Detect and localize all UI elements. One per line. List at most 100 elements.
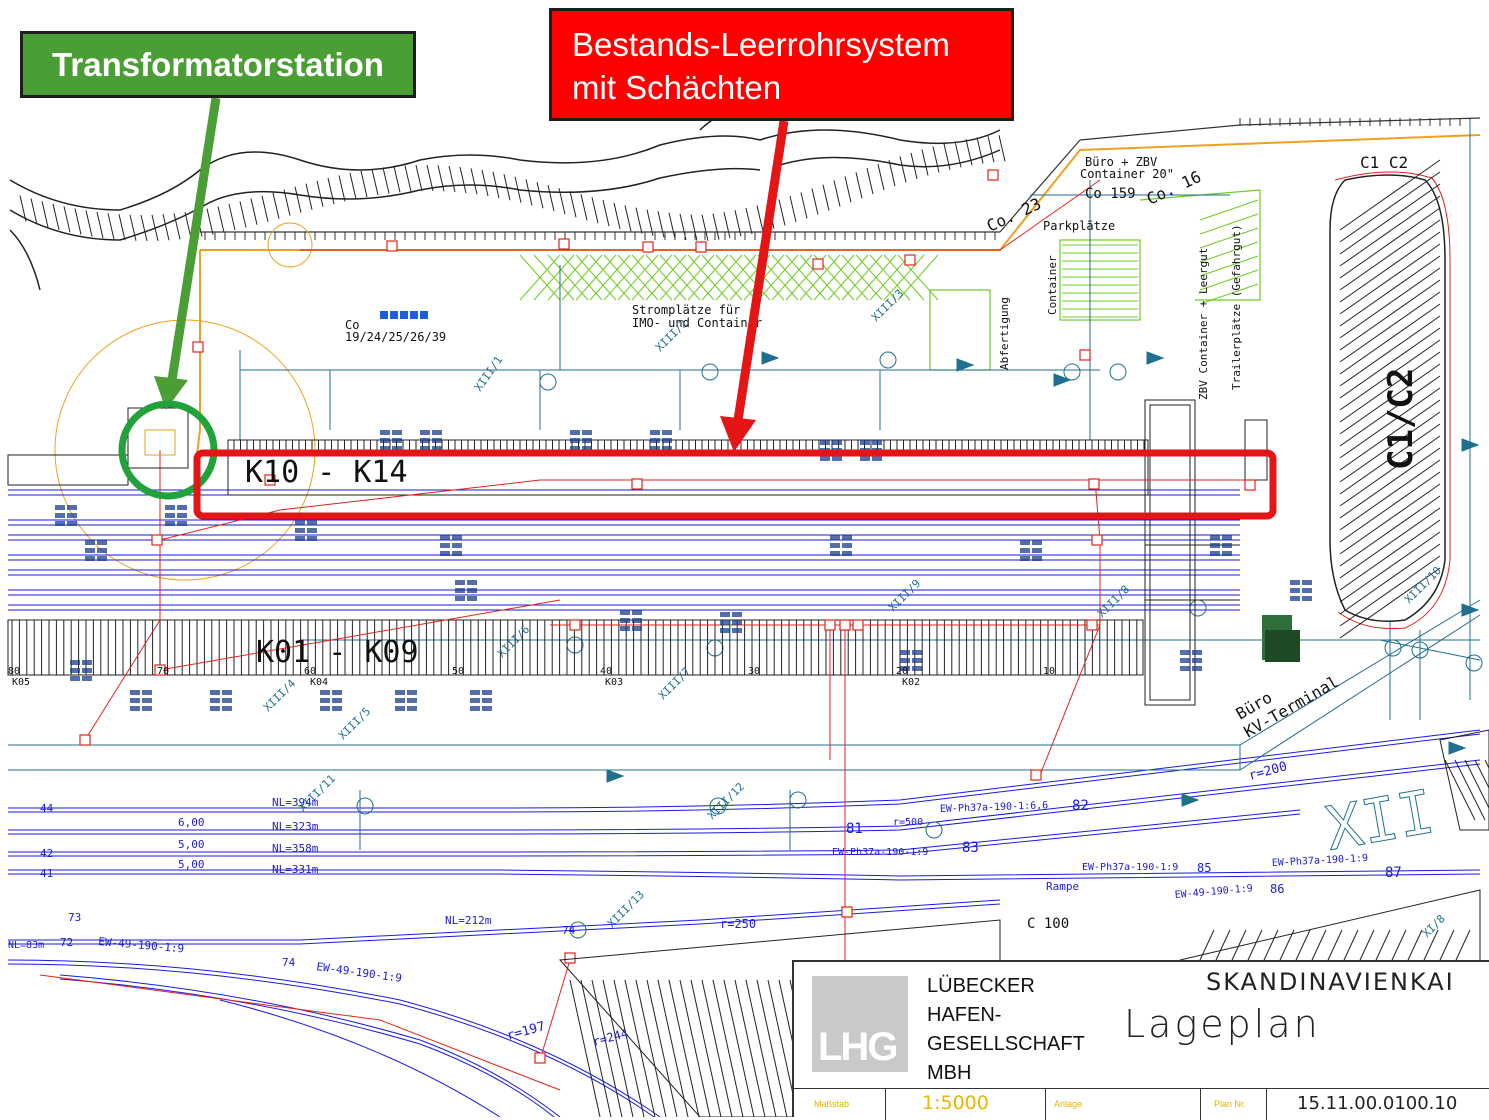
title-block: LHG LÜBECKER HAFEN- GESELLSCHAFT MBH SKA… [792,960,1489,1120]
svg-text:NL=83m: NL=83m [8,940,44,951]
embankment-hatching [9,99,1001,291]
small-orange-circle [267,222,313,268]
plan-nr-label: Plan Nr. [1214,1099,1247,1109]
svg-text:81: 81 [846,821,863,837]
company-line-1: LÜBECKER [927,975,1035,997]
svg-text:6,00: 6,00 [178,816,205,829]
conduit-callout-line2: mit Schächten [572,69,782,106]
scale-value: 1:5000 [922,1092,989,1114]
kv-blocks [1262,615,1300,662]
svg-text:r=500: r=500 [893,817,923,828]
svg-text:5,00: 5,00 [178,838,205,851]
manholes [79,169,1256,1064]
rail-tracks [7,489,1481,1117]
svg-text:EW-Ph37a-190-1:9: EW-Ph37a-190-1:9 [832,847,928,858]
svg-text:Container: Container [1046,255,1059,315]
plan-title: Lageplan [1124,1002,1321,1046]
parking-hatch [519,199,1259,318]
svg-text:ZBV Container + Leergut: ZBV Container + Leergut [1197,248,1210,400]
svg-text:C 100: C 100 [1027,916,1069,932]
svg-text:74: 74 [562,924,576,937]
svg-text:80: 80 [8,666,20,677]
svg-text:Container 20": Container 20" [1080,167,1174,181]
company-line-4: MBH [927,1062,972,1084]
utility-symbols [356,351,1483,939]
c1c2-label: C1/C2 [1381,368,1421,470]
svg-text:IMO- und Container: IMO- und Container [632,316,762,330]
svg-text:85: 85 [1197,861,1211,875]
svg-text:K03: K03 [605,677,623,688]
company-line-2: HAFEN- [927,1004,1002,1026]
svg-text:Rampe: Rampe [1046,880,1079,893]
svg-text:NL=212m: NL=212m [445,914,492,927]
svg-text:Parkplätze: Parkplätze [1043,219,1115,233]
title-block-footer: Maßstab 1:5000 Anlage Plan Nr. 15.11.00.… [794,1088,1489,1120]
svg-text:K02: K02 [902,677,920,688]
svg-text:10: 10 [1043,666,1055,677]
svg-text:20: 20 [896,666,908,677]
svg-text:82: 82 [1072,798,1089,814]
svg-text:44: 44 [40,802,54,815]
fence-ticks [204,118,1471,240]
embankment-ticks [19,135,1006,242]
svg-text:K05: K05 [12,677,30,688]
svg-text:86: 86 [1270,882,1284,896]
svg-text:C1 C2: C1 C2 [1360,153,1408,172]
svg-text:EW-Ph37a-190-1:9: EW-Ph37a-190-1:9 [1272,853,1369,869]
blue-containers [380,311,428,319]
south-blocks [558,729,1489,1117]
svg-text:Abfertigung: Abfertigung [998,297,1011,370]
c1c2-area [1329,159,1451,639]
conduit-highlight-rect [193,449,1277,520]
lhg-logo-text: LHG [818,1025,898,1069]
svg-text:70: 70 [157,666,169,677]
highlight-overlays [118,97,1277,520]
lhg-logo: LHG [812,976,908,1072]
conduit-arrowhead [720,416,756,452]
svg-text:EW-Ph37a-190-1:6,6: EW-Ph37a-190-1:6,6 [940,800,1049,815]
svg-text:Büro + ZBV: Büro + ZBV [1085,155,1157,169]
svg-text:r=250: r=250 [720,917,756,931]
svg-text:Co: Co [345,318,359,332]
svg-text:NL=394m: NL=394m [272,796,319,809]
transformer-arrowhead [154,376,188,410]
svg-text:83: 83 [962,840,979,856]
svg-text:41: 41 [40,867,53,880]
svg-text:NL=323m: NL=323m [272,820,319,833]
berth-north-label: K10 - K14 [245,455,408,490]
svg-text:87: 87 [1385,865,1402,881]
cable-lines [39,179,1250,1091]
svg-text:74: 74 [282,956,296,969]
svg-text:Trailerplätze (Gefahrgut): Trailerplätze (Gefahrgut) [1230,224,1243,390]
svg-text:EW-Ph37a-190-1:9: EW-Ph37a-190-1:9 [1082,862,1178,873]
conduit-arrow [733,120,789,421]
conduit-callout: Bestands-Leerrohrsystem mit Schächten [549,8,1014,121]
project-name: SKANDINAVIENKAI [1206,968,1455,996]
scale-label: Maßstab [814,1099,850,1109]
svg-text:K04: K04 [310,677,328,688]
svg-text:NL=358m: NL=358m [272,842,319,855]
quay-south [7,619,1144,676]
anlage-label: Anlage [1054,1099,1083,1109]
svg-text:42: 42 [40,847,53,860]
transformer-arrow [167,97,221,381]
svg-text:Co 159: Co 159 [1085,186,1136,202]
svg-text:30: 30 [748,666,760,677]
svg-text:60: 60 [304,666,316,677]
svg-text:40: 40 [600,666,612,677]
svg-text:NL=331m: NL=331m [272,863,319,876]
svg-text:73: 73 [68,911,81,924]
svg-text:Stromplätze für: Stromplätze für [632,303,740,317]
company-name: LÜBECKER HAFEN- GESELLSCHAFT MBH [927,972,1085,1088]
svg-text:5,00: 5,00 [178,858,205,871]
conduit-callout-line1: Bestands-Leerrohrsystem [572,26,950,63]
company-line-3: GESELLSCHAFT [927,1033,1085,1055]
svg-text:50: 50 [452,666,464,677]
plan-number: 15.11.00.0100.10 [1297,1093,1458,1114]
svg-text:72: 72 [60,936,73,949]
svg-text:19/24/25/26/39: 19/24/25/26/39 [345,330,446,344]
equipment-tags [55,430,1312,711]
berth-south-label: K01 - K09 [256,635,419,670]
transformer-callout: Transformatorstation [20,31,416,98]
